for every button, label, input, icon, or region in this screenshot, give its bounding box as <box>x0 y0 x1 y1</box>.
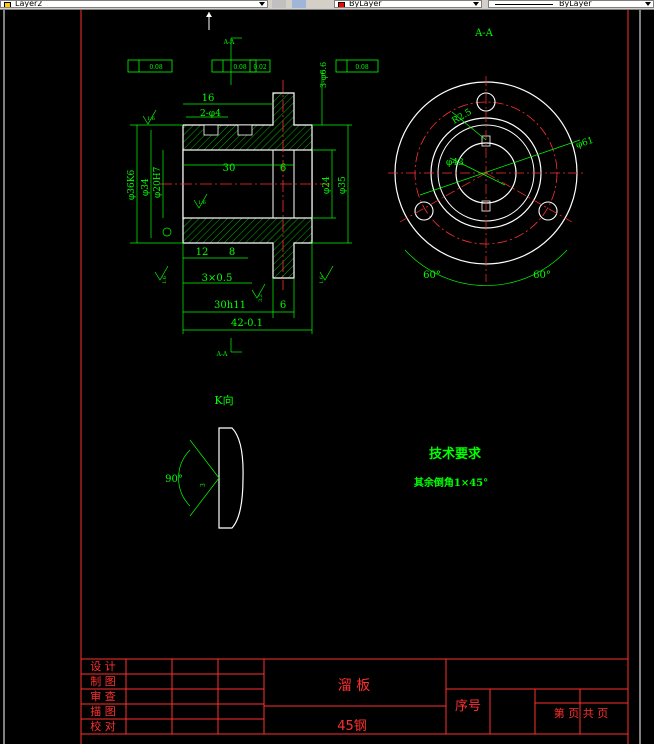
chevron-down-icon[interactable] <box>645 2 651 6</box>
tolerance-value-1: 0.08 <box>149 64 163 71</box>
color-dropdown-value: ByLayer <box>349 0 382 8</box>
linetype-line-icon <box>495 4 553 5</box>
dim-phi35: φ35 <box>338 176 348 194</box>
row-review: 审 查 <box>90 689 116 703</box>
chevron-down-icon[interactable] <box>473 2 479 6</box>
linetype-dropdown-value: ByLayer <box>559 0 592 8</box>
dim-3: 3 <box>200 483 207 487</box>
technical-requirements: 技术要求 其余倒角1×45° <box>414 446 488 489</box>
section-aa-view[interactable]: A-A <box>388 28 584 286</box>
roughness-value-1: 1.6 <box>147 116 155 122</box>
roughness-value-2: 1.6 <box>198 200 206 206</box>
front-section-view[interactable] <box>160 80 330 290</box>
dim-phi43: φ43 <box>446 158 464 168</box>
dim-phi20h7: φ20H7 <box>153 166 163 198</box>
roughness-value-3: 1.6 <box>162 276 168 284</box>
dim-phi36k6: φ36K6 <box>127 170 137 200</box>
layer-dropdown-value: Layer2 <box>15 0 43 8</box>
title-block <box>81 658 628 735</box>
tolerance-frame-3: 0.02 <box>249 59 271 73</box>
front-dimension-lines <box>130 37 352 353</box>
front-dimension-texts: 16 2-φ4 3-φ6.6 30 6 φ36K6 φ34 φ20H7 φ24 … <box>127 39 348 358</box>
row-drafting: 制 图 <box>90 675 116 688</box>
dim-3x05: 3×0.5 <box>202 273 233 284</box>
dim-6-bottom: 6 <box>280 300 286 311</box>
cursor-crosshair-icon <box>206 12 212 30</box>
page-text: 第 页 共 页 <box>554 706 609 720</box>
row-check: 校 对 <box>90 719 116 733</box>
layer-stack-icon[interactable] <box>292 0 306 8</box>
k-view[interactable]: K向 90° 3 <box>165 393 244 529</box>
dim-12: 12 <box>196 247 209 258</box>
tolerance-value-2: 0.08 <box>233 64 247 71</box>
roughness-value-4: 1.6 <box>319 276 325 284</box>
roughness-value-5: 3.2 <box>258 294 264 302</box>
section-aa-label: A-A <box>474 28 494 39</box>
material: 45钢 <box>337 719 367 734</box>
part-name: 溜 板 <box>338 678 370 694</box>
tolerance-frame-1: 0.08 <box>127 59 173 73</box>
dim-30h11: 30h11 <box>214 300 246 311</box>
dim-30: 30 <box>223 163 236 174</box>
dim-42: 42-0.1 <box>231 318 263 329</box>
dim-16: 16 <box>202 93 215 104</box>
tech-req-title: 技术要求 <box>429 446 482 462</box>
dim-60-left: 60° <box>423 270 441 281</box>
color-dropdown[interactable]: ByLayer <box>334 0 482 8</box>
tolerance-value-3: 0.02 <box>253 64 267 71</box>
properties-toolbar: Layer2 ByLayer ByLayer <box>0 0 654 10</box>
dim-phi61: φ61 <box>575 136 595 151</box>
layer-state-icon <box>4 2 11 7</box>
dim-phi34: φ34 <box>141 178 151 196</box>
tolerance-frame-4: 0.08 <box>335 59 379 73</box>
dim-8: 8 <box>229 247 235 258</box>
tech-req-text: 其余倒角1×45° <box>414 476 488 489</box>
dim-90: 90° <box>165 474 183 485</box>
layer-dropdown[interactable]: Layer2 <box>0 0 268 8</box>
dim-60-right: 60° <box>533 270 551 281</box>
chevron-down-icon[interactable] <box>259 2 265 6</box>
row-tracing: 描 图 <box>90 704 116 718</box>
tolerance-frame-2: 0.08 <box>211 59 257 73</box>
row-design: 设 计 <box>90 660 116 673</box>
dim-3-phi6: 3-φ6.6 <box>319 62 328 88</box>
section-mark-bottom: A-A <box>216 351 228 358</box>
dim-2-phi4: 2-φ4 <box>200 109 221 119</box>
color-swatch-icon <box>338 2 345 7</box>
k-view-label: K向 <box>214 393 233 407</box>
section-mark-top: A-A <box>223 39 235 46</box>
tolerance-value-4: 0.08 <box>355 64 369 71</box>
title-block-texts: 设 计 制 图 审 查 描 图 校 对 溜 板 45钢 序号 第 页 共 页 <box>90 660 608 734</box>
dim-phi24: φ24 <box>322 176 332 194</box>
serial-label: 序号 <box>455 699 481 714</box>
layer-previous-icon[interactable] <box>272 0 286 8</box>
sheet-frame <box>3 10 641 744</box>
dim-6-top: 6 <box>280 163 286 174</box>
roughness-texts: 1.6 1.6 1.6 1.6 3.2 <box>147 116 325 302</box>
roughness-symbol-icon <box>142 109 334 299</box>
